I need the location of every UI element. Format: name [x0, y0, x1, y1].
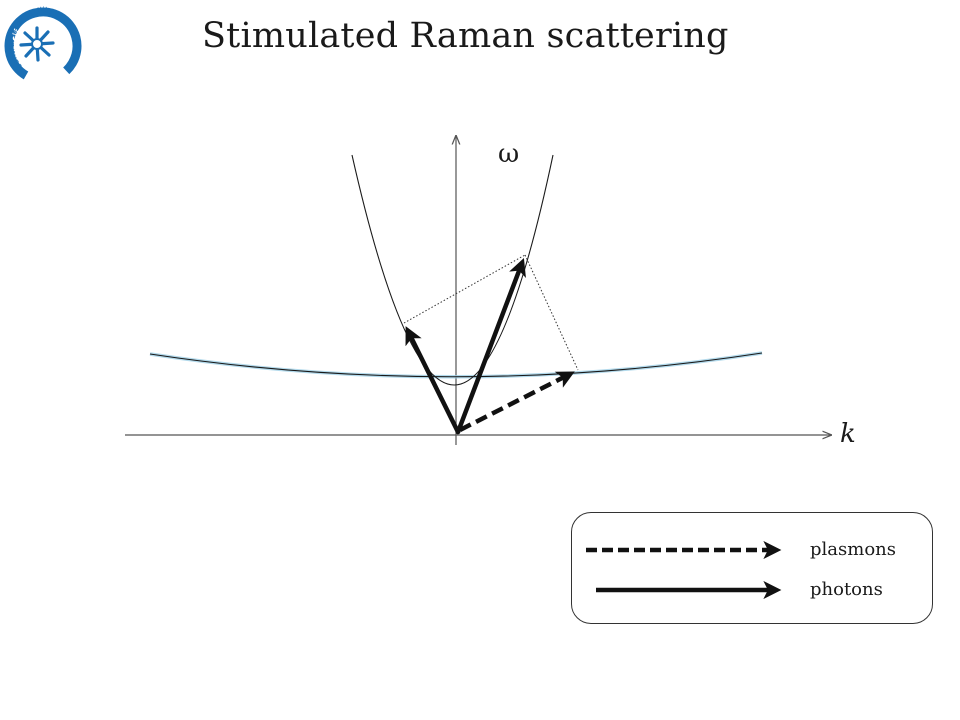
logo-badge: clf	[10, 28, 23, 43]
legend: plasmons photons	[571, 512, 933, 624]
omega-axis-label: ω	[498, 139, 519, 169]
k-axis-label: k	[840, 419, 856, 449]
pump-photon-arrow	[455, 257, 526, 435]
dashed-arrow-icon	[586, 541, 782, 559]
central-laser-facility-logo: clf central laser facility	[4, 5, 82, 85]
scattered-photon-arrow	[405, 326, 461, 435]
construction-line-top	[403, 254, 526, 324]
legend-label-plasmons: plasmons	[810, 539, 896, 560]
page-title: Stimulated Raman scattering	[202, 16, 729, 56]
legend-item-plasmons: plasmons	[572, 535, 932, 565]
legend-label-photons: photons	[810, 579, 883, 600]
solid-arrow-icon	[596, 581, 782, 599]
photon-dispersion-curve	[351, 154, 554, 386]
legend-item-photons: photons	[572, 575, 932, 605]
plasmon-arrow	[458, 371, 575, 433]
plasmon-dispersion-curve	[149, 352, 763, 378]
construction-line-right	[524, 254, 579, 371]
